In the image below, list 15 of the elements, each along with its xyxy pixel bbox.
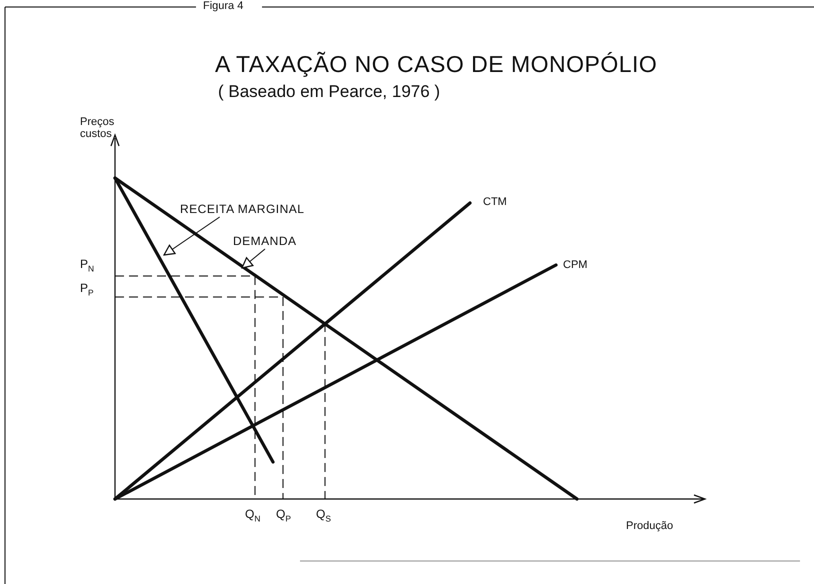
axis-label: Produção <box>626 520 674 532</box>
curve-label: CPM <box>563 259 588 272</box>
subtitle: ( Baseado em Pearce, 1976 ) <box>218 83 440 102</box>
quantity-label: Q$_{S}$ <box>316 508 331 524</box>
price-label: P$_{P}$ <box>80 282 94 298</box>
axis-label: Preços custos <box>80 116 116 140</box>
title: A TAXAÇÃO NO CASO DE MONOPÓLIO <box>215 52 658 78</box>
quantity-label: Q$_{P}$ <box>276 508 291 524</box>
leader-line <box>163 216 220 256</box>
callout-text: RECEITA MARGINAL <box>180 202 304 216</box>
callout-text: DEMANDA <box>233 234 297 248</box>
quantity-label: Q$_{N}$ <box>245 508 260 524</box>
leader-line <box>241 248 266 269</box>
price-label: P$_{N}$ <box>80 258 94 274</box>
curve-label: CTM <box>483 196 507 208</box>
